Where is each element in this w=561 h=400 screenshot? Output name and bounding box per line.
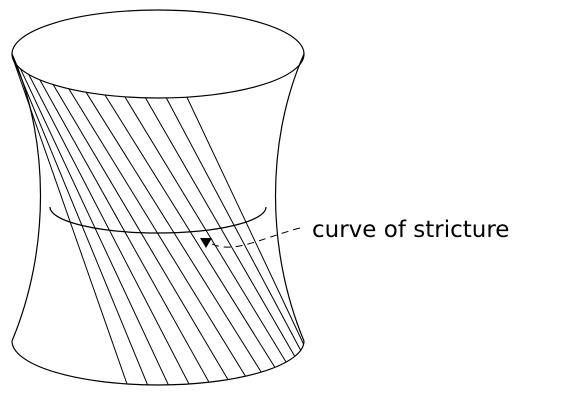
ruling-line — [68, 88, 246, 377]
right-silhouette — [274, 53, 305, 342]
curve-of-stricture — [49, 206, 267, 234]
ruling-line — [124, 96, 287, 363]
ruling-line — [104, 94, 276, 368]
ruling-line — [28, 74, 190, 385]
rulings — [11, 56, 305, 386]
bottom-rim — [11, 340, 305, 386]
ruling-line — [85, 92, 262, 373]
ruling-line — [11, 56, 128, 385]
ruling-line — [52, 84, 229, 380]
left-silhouette — [11, 53, 42, 342]
ruling-line — [165, 97, 302, 351]
ruling-line — [14, 62, 149, 386]
top-rim — [11, 9, 305, 99]
arrow-head — [200, 238, 212, 248]
ruling-line — [186, 96, 305, 345]
ruling-line — [20, 68, 169, 386]
ruling-line — [144, 97, 296, 357]
annotation-label: curve of stricture — [312, 217, 509, 243]
leader-line — [211, 227, 301, 248]
ruling-line — [39, 79, 210, 383]
